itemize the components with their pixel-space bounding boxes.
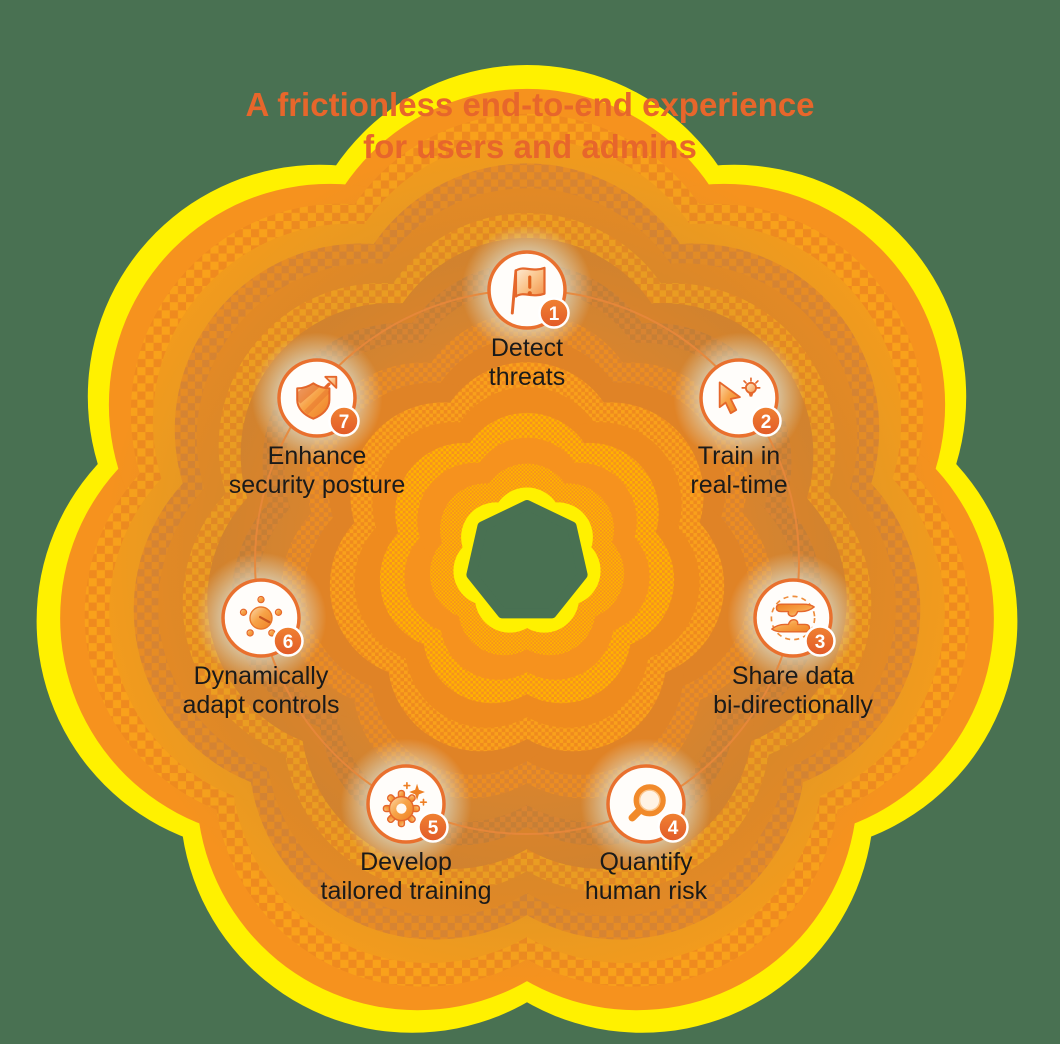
step-badge: 1	[538, 297, 570, 329]
step-badge: 6	[272, 625, 304, 657]
step-node-2: 2	[679, 338, 799, 458]
step-node-1: 1	[467, 230, 587, 350]
step-label-4: Quantify human risk	[584, 848, 708, 905]
title-line-2: for users and admins	[363, 128, 697, 165]
gear-sparkles-icon	[382, 782, 428, 828]
center-hole	[466, 500, 588, 619]
step-number: 2	[761, 412, 772, 433]
step-number: 3	[815, 632, 826, 653]
dial-icon	[239, 595, 283, 637]
step-badge: 5	[417, 811, 449, 843]
step-number: 1	[549, 304, 560, 325]
step-node-4: 4	[586, 744, 706, 864]
page-title: A frictionless end-to-end experience for…	[0, 84, 1060, 168]
step-number: 4	[668, 818, 679, 839]
step-label-1: Detect threats	[488, 334, 566, 391]
step-label-7: Enhance security posture	[228, 442, 406, 499]
magnifier-icon	[628, 784, 666, 822]
step-badge: 4	[657, 811, 689, 843]
step-badge: 7	[328, 405, 360, 437]
step-label-2: Train in real-time	[690, 442, 788, 499]
title-line-1: A frictionless end-to-end experience	[245, 86, 815, 123]
step-number: 5	[428, 818, 439, 839]
step-node-3: 3	[733, 558, 853, 678]
step-node-5: 5	[346, 744, 466, 864]
step-badge: 2	[750, 405, 782, 437]
step-node-6: 6	[201, 558, 321, 678]
step-number: 6	[283, 632, 294, 653]
step-label-5: Develop tailored training	[320, 848, 492, 905]
step-label-3: Share data bi-directionally	[713, 662, 873, 719]
step-number: 7	[339, 412, 350, 433]
cursor-lightbulb-icon	[718, 377, 761, 415]
step-label-6: Dynamically adapt controls	[182, 662, 340, 719]
step-badge: 3	[804, 625, 836, 657]
step-node-7: 7	[257, 338, 377, 458]
flag-alert-icon	[510, 266, 546, 315]
hands-exchange-icon	[770, 595, 816, 641]
shield-arrow-icon	[296, 375, 338, 420]
